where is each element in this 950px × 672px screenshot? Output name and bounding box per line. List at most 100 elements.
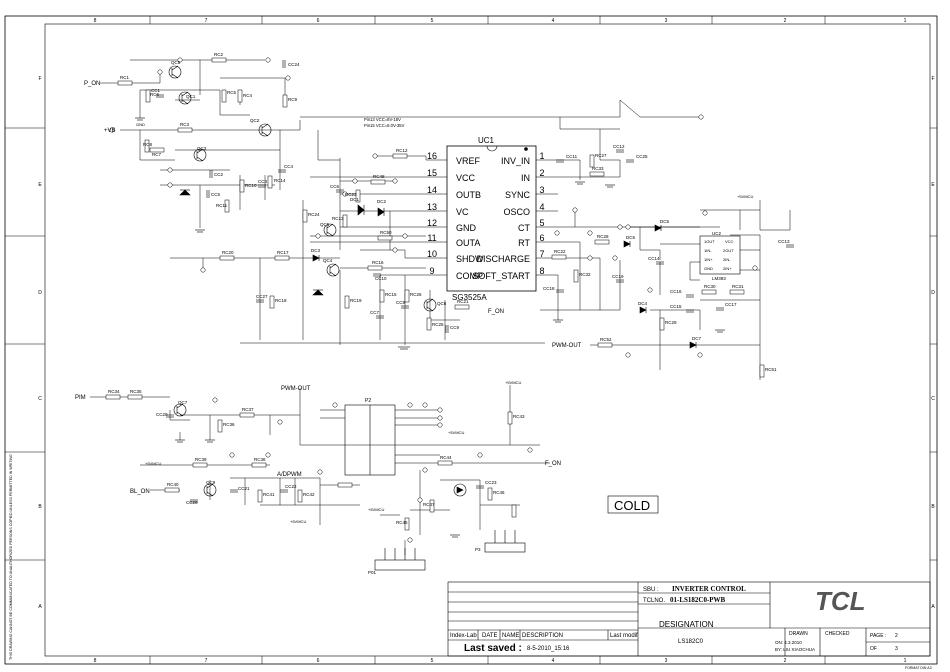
net-f-on-2: F_ON xyxy=(545,461,561,467)
pin-name: OUTB xyxy=(456,190,481,200)
resistor-rc43 xyxy=(507,411,513,425)
pin-name: VREF xyxy=(456,156,481,166)
ref-label: DC5 xyxy=(660,219,669,224)
pin-number: 3 xyxy=(539,185,544,195)
col-name: NAME xyxy=(502,633,519,639)
capacitor-cc5 xyxy=(206,190,210,198)
pin-number: 11 xyxy=(427,233,436,243)
designation-label: DESIGNATION xyxy=(659,620,714,629)
net-gnd: GND xyxy=(136,122,145,127)
ref-label: QC7 xyxy=(178,400,188,405)
uc2-pin-label: 1IN+ xyxy=(704,257,713,262)
row-label: A xyxy=(931,604,935,610)
ref-label: RC2 xyxy=(214,52,223,57)
net-5vmcu: +5VMCU xyxy=(145,461,161,466)
ref-label: DC4 xyxy=(638,301,647,306)
col-label: 2 xyxy=(784,18,787,24)
capacitor-cc7 xyxy=(376,315,384,319)
ref-label: RC16 xyxy=(372,260,384,265)
resistor-rc6 xyxy=(145,89,151,103)
ref-label: DC1 xyxy=(350,197,359,202)
uc2-pin-label: 2IN- xyxy=(723,257,731,262)
resistor-rc22 xyxy=(551,254,567,260)
net-5vmcu: +5VMCU xyxy=(368,507,384,512)
ref-label: CC18 xyxy=(543,286,555,291)
ref-label: RC26 xyxy=(410,292,422,297)
row-label: E xyxy=(931,182,935,188)
diode-dc4 xyxy=(639,306,647,314)
ref-label: RC20 xyxy=(222,250,234,255)
col-label: 1 xyxy=(904,658,907,664)
pin-number: 12 xyxy=(427,218,437,228)
col-label: 6 xyxy=(317,18,320,24)
ref-label: CC22 xyxy=(285,484,297,489)
resistor-rc35 xyxy=(127,394,143,400)
transistor-qc6 xyxy=(423,298,437,312)
transistor-qc5 xyxy=(323,223,337,237)
resistor-rc19 xyxy=(344,295,350,309)
net-pim: PIM xyxy=(75,395,86,401)
capacitor-cc8 xyxy=(401,305,409,309)
ref-label: RC44 xyxy=(440,455,452,460)
ref-label: CC13 xyxy=(778,239,790,244)
resistor-rc45 xyxy=(404,517,410,531)
capacitors xyxy=(156,60,794,503)
capacitor-cc12 xyxy=(616,149,624,153)
capacitor-cc25 xyxy=(626,159,634,163)
ref-label: CC25 xyxy=(636,154,648,159)
row-label: A xyxy=(38,604,42,610)
resistors xyxy=(105,57,765,531)
net-vbl: +VB xyxy=(104,128,116,134)
ref-label: RC13 xyxy=(332,216,344,221)
resistor-rc17 xyxy=(274,255,290,261)
resistor-rc32 xyxy=(573,269,579,283)
capacitor-cc15 xyxy=(686,309,694,313)
uc2-name: UC2 xyxy=(712,231,721,236)
net-bl-on: BL_ON xyxy=(130,489,150,495)
capacitor-cc14 xyxy=(656,261,664,265)
resistor-rc20 xyxy=(219,255,235,261)
ref-label: RC10 xyxy=(245,183,257,188)
connector-p3 xyxy=(484,530,526,553)
resistor-rc27 xyxy=(589,154,595,168)
page-value: 2 xyxy=(895,633,898,639)
ref-label: RC25 xyxy=(432,322,444,327)
designation-value: LS182C0 xyxy=(678,639,704,645)
diode-dc7 xyxy=(689,341,697,349)
row-label: C xyxy=(38,396,42,402)
capacitor-cc21 xyxy=(230,489,238,493)
uc2-pin-label: 1OUT xyxy=(704,239,715,244)
ref-label: RC22 xyxy=(554,249,566,254)
uc2-ic: UC2 LM393 1OUT 1IN- 1IN+ GND VCC 2OUT 2I… xyxy=(699,231,741,281)
resistor-rc47 xyxy=(429,499,435,513)
capacitor-cc13 xyxy=(786,244,794,248)
resistor-rc23 xyxy=(355,189,361,203)
capacitor-cc20 xyxy=(166,414,174,418)
uc2-pin-label: GND xyxy=(704,266,713,271)
uc2-pin-label: VCC xyxy=(725,239,734,244)
ref-label: CC1 xyxy=(151,88,160,93)
pin-name: INV_IN xyxy=(501,156,530,166)
ref-label: CC19 xyxy=(612,274,624,279)
ref-label: RC4 xyxy=(243,93,252,98)
resistor-rc36 xyxy=(217,419,223,433)
drawn-label: DRAWN xyxy=(789,631,808,637)
col-last-modif: Last modif xyxy=(610,633,638,639)
uc2-pin-label: 2OUT xyxy=(723,248,734,253)
capacitor-cc19 xyxy=(616,279,624,283)
row-label: F xyxy=(931,76,934,82)
ref-label: RC24 xyxy=(308,212,320,217)
component-refs: RC1 RC2 RC3 RC4 RC5 RC6 RC7 RC8 RC9 RC10… xyxy=(108,52,790,525)
ref-label: RC29 xyxy=(665,320,677,325)
checked-label: CHECKED xyxy=(825,631,850,637)
net-pwm-out: PWM-OUT xyxy=(552,343,582,349)
ref-label: RC19 xyxy=(350,298,362,303)
connector-p2-label: P2 xyxy=(365,398,371,404)
ic-note-2: Pin15 VCC=8.0V-35V xyxy=(364,123,405,128)
resistor-rc5 xyxy=(221,89,227,103)
pin-number: 4 xyxy=(539,202,544,212)
ref-label: RC28 xyxy=(597,234,609,239)
resistor-rc28 xyxy=(594,239,610,245)
diodes xyxy=(179,189,697,349)
side-note: THIS DRAWING CANNOT BE COMMUNICATED TO U… xyxy=(9,454,13,660)
